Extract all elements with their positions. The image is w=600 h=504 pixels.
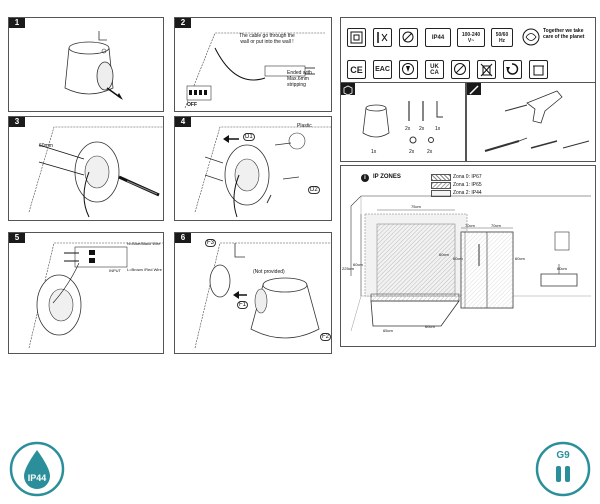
- ip44-badge: IP44: [8, 440, 66, 498]
- mounting-illustration: [194, 126, 331, 218]
- input-label: INPUT: [109, 268, 121, 273]
- cable-wiring-illustration: [184, 32, 325, 109]
- bathroom-zones-diagram: [350, 195, 591, 332]
- frequency-range: 50/60: [495, 31, 509, 38]
- cable-note: The cable go through the wall or put int…: [239, 33, 295, 45]
- d2-label: D2: [308, 186, 320, 194]
- tools-panel: [466, 82, 596, 162]
- dim-60-tub-side: 60cm: [439, 252, 449, 257]
- dim-60-left: 60cm: [353, 262, 363, 267]
- dim-60-shower-right: 60cm: [515, 256, 525, 261]
- class-ii-icon: [347, 28, 366, 47]
- dim-60-shower-side: 60cm: [453, 256, 463, 261]
- d1-label: D1: [243, 133, 255, 141]
- parts-illustration: [362, 101, 443, 144]
- parts-qty-ring: 2x: [409, 149, 415, 155]
- step-1-panel: 1: [8, 17, 164, 112]
- live-wire-label: L=Brown /Red Wire: [127, 267, 162, 272]
- parts-qty-plugs: 2x: [419, 126, 425, 132]
- dimension-label: 60mm: [39, 143, 53, 149]
- frequency-unit: Hz: [498, 37, 506, 44]
- off-label: OFF: [187, 102, 197, 108]
- parts-qty-lamp: 1x: [371, 149, 377, 155]
- voltage-unit: V~: [467, 37, 475, 44]
- ended-note: Ended with Max.6mm stripping: [287, 70, 312, 88]
- dim-225: 225cm: [342, 266, 355, 271]
- frequency-rating-box: 50/60 Hz: [491, 28, 513, 47]
- step-number: 1: [9, 18, 25, 28]
- ukca-bottom: CA: [430, 69, 439, 76]
- g9-badge: G9: [534, 440, 592, 498]
- parts-qty-screws: 2x: [405, 126, 411, 132]
- voltage-range: 100-240: [461, 31, 481, 38]
- step-number: 4: [175, 117, 191, 127]
- lamp-removal-illustration: [64, 31, 123, 100]
- step-number: 3: [9, 117, 25, 127]
- lamp-attach-illustration: [194, 242, 331, 349]
- voltage-rating-box: 100-240 V~: [457, 28, 485, 47]
- drilling-illustration: [28, 126, 163, 218]
- step-4-panel: 4 Plastic D1 D2: [174, 116, 332, 221]
- dim-65: 65cm: [383, 328, 393, 333]
- energy-icon: [399, 60, 418, 79]
- ip44-rating-box: IP44: [425, 28, 451, 47]
- step-6-panel: 6 F3 (Not provided) F1 F2: [174, 232, 332, 354]
- parts-panel: 2x 2x 1x 1x 2x 2x: [340, 82, 466, 162]
- f2-label: F2: [320, 333, 331, 341]
- ip-zones-title: IP ZONES: [373, 174, 401, 180]
- recycle-bin-icon: [529, 60, 548, 79]
- no-dimmer-icon: [399, 28, 418, 47]
- recycle-icon: [503, 60, 522, 79]
- parts-qty-key: 1x: [435, 126, 441, 132]
- dim-60-sink: 60cm: [557, 266, 567, 271]
- plastic-label: Plastic: [297, 123, 312, 129]
- zone-1-swatch: [431, 182, 451, 189]
- dimmable-icon: [373, 28, 392, 47]
- planet-icon: [521, 27, 541, 47]
- neutral-wire-label: N=Blue/Black Wire: [127, 241, 161, 246]
- info-icon: i: [361, 174, 369, 182]
- no-tool-icon: [451, 60, 470, 79]
- zone-2-swatch: [431, 190, 451, 197]
- tools-icon: [467, 83, 481, 95]
- planet-slogan: Together we take care of the planet: [543, 28, 585, 40]
- zone-0-label: Zona 0: IP67: [453, 174, 482, 180]
- weee-bin-icon: [477, 60, 496, 79]
- water-drop-icon: [9, 441, 65, 497]
- zone-0-swatch: [431, 174, 451, 181]
- step-3-panel: 3 60mm: [8, 116, 164, 221]
- ukca-top: UK: [430, 63, 439, 70]
- ce-mark: CE: [347, 60, 366, 79]
- eac-mark: EAC: [373, 60, 392, 79]
- step-2-panel: 2 The cable go through the wall or put i…: [174, 17, 332, 112]
- step-number: 6: [175, 233, 191, 243]
- dim-75: 75cm: [411, 204, 421, 209]
- step-number: 2: [175, 18, 191, 28]
- certification-panel: IP44 100-240 V~ 50/60 Hz Together we tak…: [340, 17, 596, 91]
- step-number: 5: [9, 233, 25, 243]
- parts-qty-washer: 2x: [427, 149, 433, 155]
- wire-connection-illustration: [28, 242, 163, 349]
- f1-label: F1: [237, 301, 249, 309]
- tools-illustration: [484, 90, 590, 152]
- zone-2-label: Zona 2: IP44: [453, 190, 482, 196]
- f3-label: F3: [205, 239, 217, 247]
- ip44-badge-label: IP44: [27, 473, 47, 483]
- not-provided-label: (Not provided): [253, 269, 285, 275]
- box-icon: [341, 83, 355, 96]
- ukca-mark: UK CA: [425, 60, 444, 79]
- bulb-socket-icon: [535, 441, 591, 497]
- step-5-panel: 5 N=Blue/Black Wire INPUT L=Brown /Red W…: [8, 232, 164, 354]
- dim-70-right: 70cm: [491, 223, 501, 228]
- dim-70-left: 70cm: [465, 223, 475, 228]
- ip-zones-panel: i IP ZONES Zona 0: IP67 Zona 1: IP65 Zon…: [340, 165, 596, 347]
- dim-60-tub-bottom: 60cm: [425, 324, 435, 329]
- zone-1-label: Zona 1: IP65: [453, 182, 482, 188]
- g9-badge-label: G9: [556, 450, 570, 461]
